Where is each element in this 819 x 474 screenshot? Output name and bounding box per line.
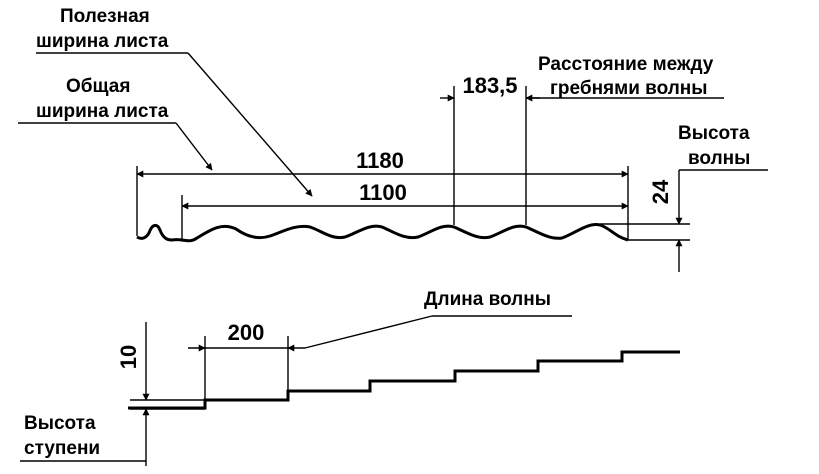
label-useful-width-line1: Полезная	[60, 6, 150, 27]
label-crest-distance-line1: Расстояние между	[538, 54, 714, 75]
label-wave-height: Высота волны	[678, 123, 750, 169]
label-total-width: Общая ширина листа	[18, 76, 213, 171]
leader-wave-length	[304, 315, 433, 349]
dimension-step-height-value: 10	[116, 345, 141, 369]
dimension-useful-value: 1100	[359, 180, 407, 205]
wave-profile-line	[136, 223, 629, 243]
dimension-step-length-value: 200	[228, 320, 265, 345]
label-total-width-line2: ширина листа	[36, 101, 169, 122]
label-crest-distance-line2: гребнями волны	[550, 78, 707, 99]
label-wave-height-line2: волны	[688, 148, 750, 169]
label-step-height: Высота ступени	[20, 413, 146, 462]
label-step-height-line2: ступени	[24, 438, 100, 459]
step-profile-section: 200 Длина волны 10	[116, 289, 680, 466]
wave-profile-section: 1180 1100 183,5 24	[136, 73, 768, 272]
dimension-wave-height-value: 24	[648, 179, 673, 204]
label-wave-height-line1: Высота	[678, 123, 750, 144]
label-crest-distance: Расстояние между гребнями волны	[538, 54, 714, 99]
dimension-total-value: 1180	[356, 148, 404, 173]
step-profile-line	[128, 350, 680, 410]
label-useful-width-line2: ширина листа	[36, 31, 169, 52]
label-total-width-line1: Общая	[66, 76, 130, 97]
label-step-height-line1: Высота	[24, 413, 96, 434]
label-wave-length: Длина волны	[424, 289, 551, 310]
dimension-pitch-value: 183,5	[462, 73, 517, 98]
leader-total-width	[175, 122, 213, 171]
label-useful-width: Полезная ширина листа	[36, 6, 313, 197]
leader-useful-width	[187, 52, 313, 197]
